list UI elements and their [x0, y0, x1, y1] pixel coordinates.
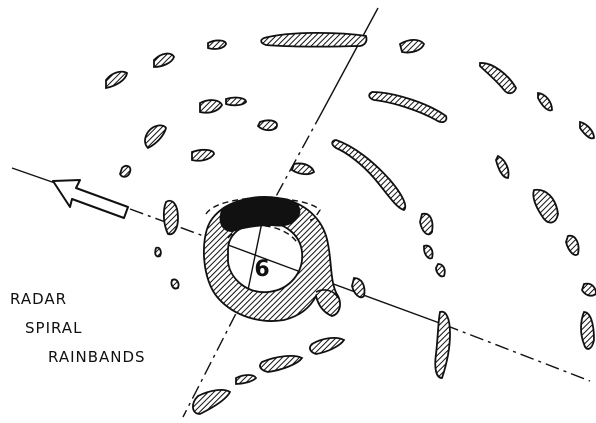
rainband — [120, 166, 130, 177]
rainband — [424, 246, 433, 259]
rainband — [400, 40, 424, 53]
rainband — [164, 201, 178, 235]
rainband — [310, 338, 344, 354]
rainband — [538, 93, 552, 110]
storm-motion-arrow-icon — [53, 180, 128, 218]
rainband — [226, 98, 246, 106]
rainband — [581, 312, 594, 349]
tropical-cyclone-symbol-icon: 6 — [254, 257, 269, 282]
outer-rainbands — [106, 33, 596, 414]
rainband — [566, 236, 579, 255]
rainband — [582, 284, 596, 296]
caption-line-3: RAINBANDS — [48, 350, 146, 365]
rainband — [260, 356, 302, 372]
rainband — [261, 33, 366, 47]
rainband — [580, 122, 594, 138]
rainband — [236, 375, 256, 384]
rainband — [192, 150, 214, 161]
rainband — [155, 248, 161, 257]
rainband — [154, 54, 174, 67]
rainband — [480, 63, 516, 93]
rainband — [352, 278, 365, 297]
rainband — [145, 125, 166, 148]
rainband — [106, 72, 127, 88]
rainband — [171, 279, 178, 288]
rainband — [258, 120, 277, 130]
rainband — [420, 214, 433, 235]
rainband — [369, 92, 446, 122]
caption-line-2: SPIRAL — [25, 321, 82, 336]
caption-line-1: RADAR — [10, 292, 67, 307]
rainband — [200, 100, 222, 113]
rainband — [292, 163, 314, 174]
rainband — [533, 190, 558, 223]
rainband — [436, 264, 445, 276]
eyewall — [204, 197, 340, 321]
rainband — [208, 40, 226, 49]
rainband — [496, 156, 509, 178]
rainband — [193, 390, 230, 414]
rainband — [332, 140, 405, 210]
